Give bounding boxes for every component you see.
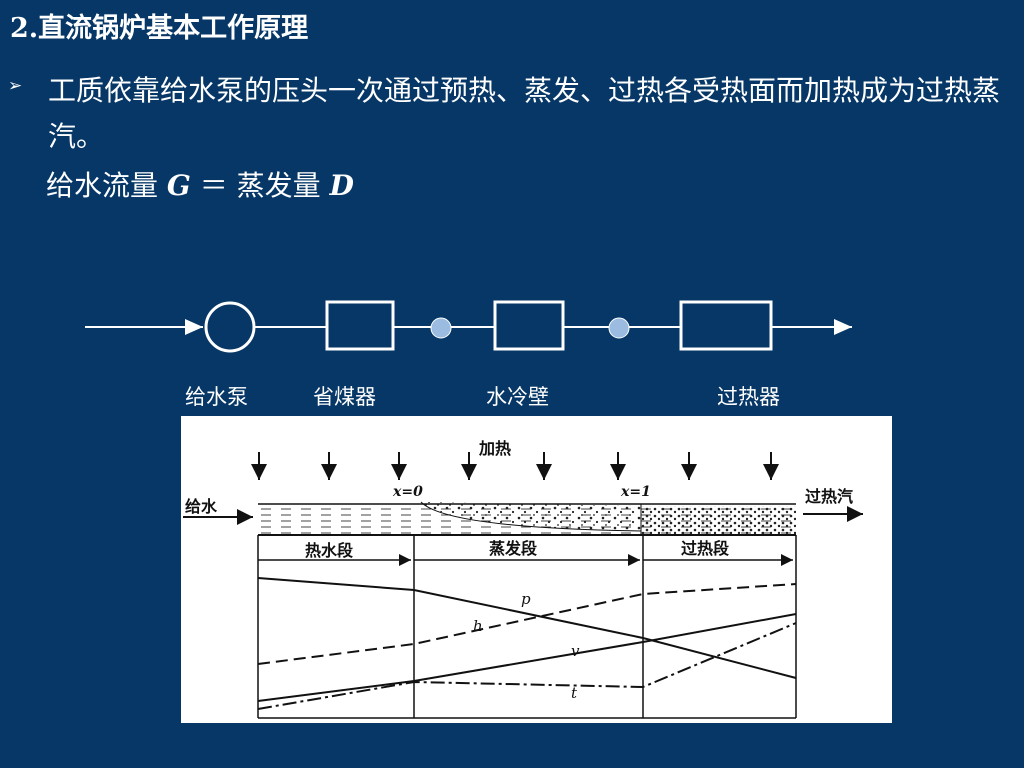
section-evaporation: 蒸发段 [489,539,538,558]
graph-frame [257,535,797,719]
curve-t [257,622,797,710]
formula-right: 蒸发量 [236,169,321,202]
formula-equals: ＝ [199,169,228,202]
curve-p [257,577,797,679]
flow-node-2 [608,317,630,339]
inlet-label: 给水 [185,497,218,516]
curves [257,577,797,710]
formula-left: 给水流量 [46,169,159,202]
flow-node-1 [430,317,452,339]
boiler-tube [258,501,796,536]
x1-label: x=1 [620,484,651,500]
pump-label: 给水泵 [185,385,248,409]
boiler-profile-figure: 加热 x=0 x=1 给水 过热汽 热水段 蒸 [181,416,892,723]
curve-v [257,613,797,702]
flow-diagram [85,300,852,353]
superheater-box [679,300,773,351]
economizer-box [325,300,395,351]
pump-symbol [204,301,256,353]
bullet-arrow-icon: ➢ [8,76,23,96]
x0-label: x=0 [392,484,423,500]
section-hot-water: 热水段 [305,541,354,560]
label-p: p [521,590,531,608]
superheater-label: 过热器 [717,385,780,409]
label-h: h [473,617,483,635]
formula-right-var: D [329,169,354,202]
heating-label: 加热 [478,439,511,458]
bullet-text: 工质依靠给水泵的压头一次通过预热、蒸发、过热各受热面而加热成为过热蒸汽。 [48,74,1001,153]
curve-h [257,583,797,665]
waterwall-box [493,300,565,351]
label-t: t [571,684,578,702]
heating-arrows [251,452,779,480]
slide-title: 2.直流锅炉基本工作原理 [10,13,309,44]
formula: 给水流量 G ＝ 蒸发量 D [46,168,354,204]
section-superheat: 过热段 [681,539,730,558]
economizer-label: 省煤器 [313,385,376,409]
outlet-label: 过热汽 [805,487,853,506]
waterwall-label: 水冷壁 [486,385,549,409]
label-v: v [571,642,580,660]
formula-left-var: G [166,169,191,202]
